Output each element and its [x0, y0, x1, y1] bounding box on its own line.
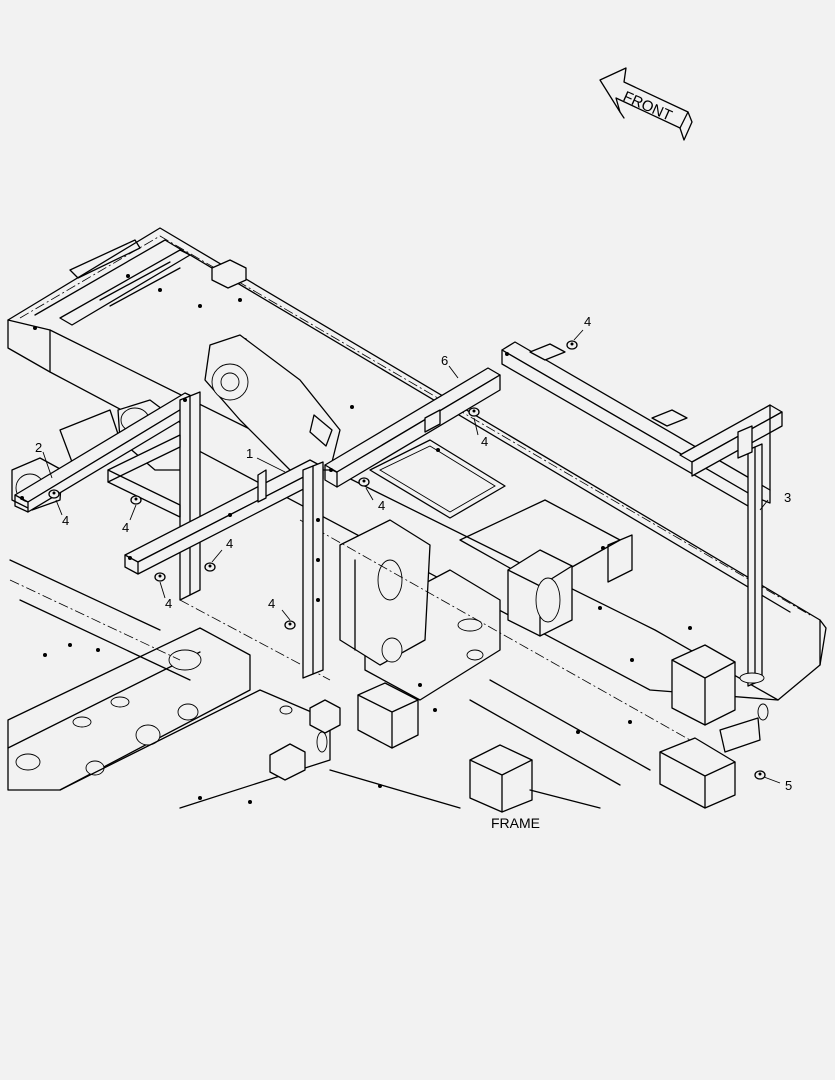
callout-4: 4: [378, 498, 385, 513]
bolt-icon: [754, 770, 766, 780]
callout-4: 4: [268, 596, 275, 611]
part-1-support-frame: [124, 459, 324, 679]
callout-4: 4: [226, 536, 233, 551]
part-2-support-frame: [14, 391, 201, 601]
callout-4: 4: [481, 434, 488, 449]
bolt-icon: [284, 620, 296, 630]
bolt-icon: [130, 495, 142, 505]
part-3-side-frame: [501, 341, 783, 687]
diagram-caption: FRAME: [491, 815, 540, 831]
callout-4: 4: [165, 596, 172, 611]
bolt-icon: [468, 407, 480, 417]
part-6-cross-beam: [324, 367, 501, 488]
callout-6: 6: [441, 353, 448, 368]
callout-5: 5: [785, 778, 792, 793]
bolt-icon: [154, 572, 166, 582]
callout-numbers: 1 2 3 4 4 4 4 4 4 4 4 5 6: [35, 314, 792, 793]
callout-2: 2: [35, 440, 42, 455]
bolt-icon: [48, 489, 60, 499]
callout-4: 4: [62, 513, 69, 528]
callout-4: 4: [584, 314, 591, 329]
lower-frame: [7, 519, 761, 813]
bolt-icon: [204, 562, 216, 572]
front-direction-arrow: FRONT: [599, 67, 693, 141]
bolt-icon: [358, 477, 370, 487]
bolt-icon: [566, 340, 578, 350]
callout-1: 1: [246, 446, 253, 461]
callout-3: 3: [784, 490, 791, 505]
callout-leaders: [42, 329, 781, 784]
bolts: [48, 340, 766, 780]
callout-4: 4: [122, 520, 129, 535]
